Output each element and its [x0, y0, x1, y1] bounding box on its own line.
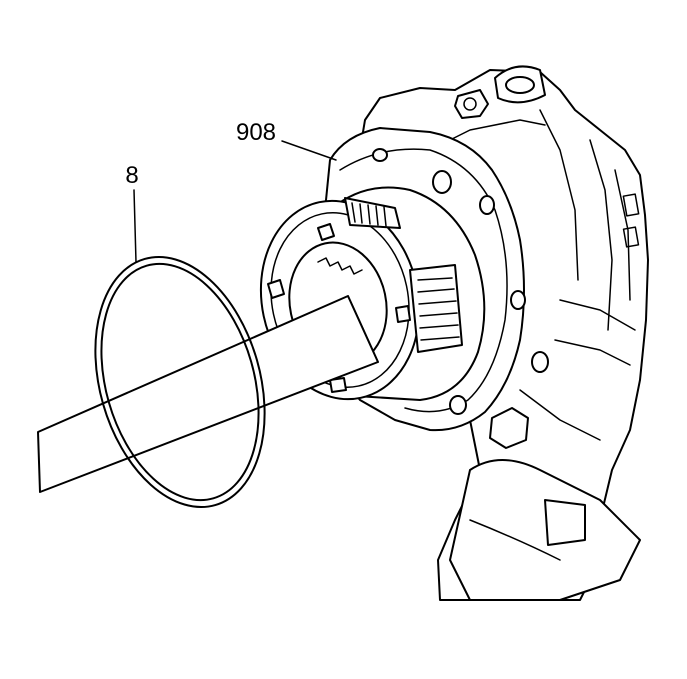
- leader-line-oring: [133, 189, 137, 263]
- callout-label-oring: 8: [125, 162, 138, 189]
- callout-label-hub-assembly: 908: [236, 119, 276, 146]
- leader-line-hub-assembly: [281, 140, 337, 161]
- oring: [94, 255, 266, 509]
